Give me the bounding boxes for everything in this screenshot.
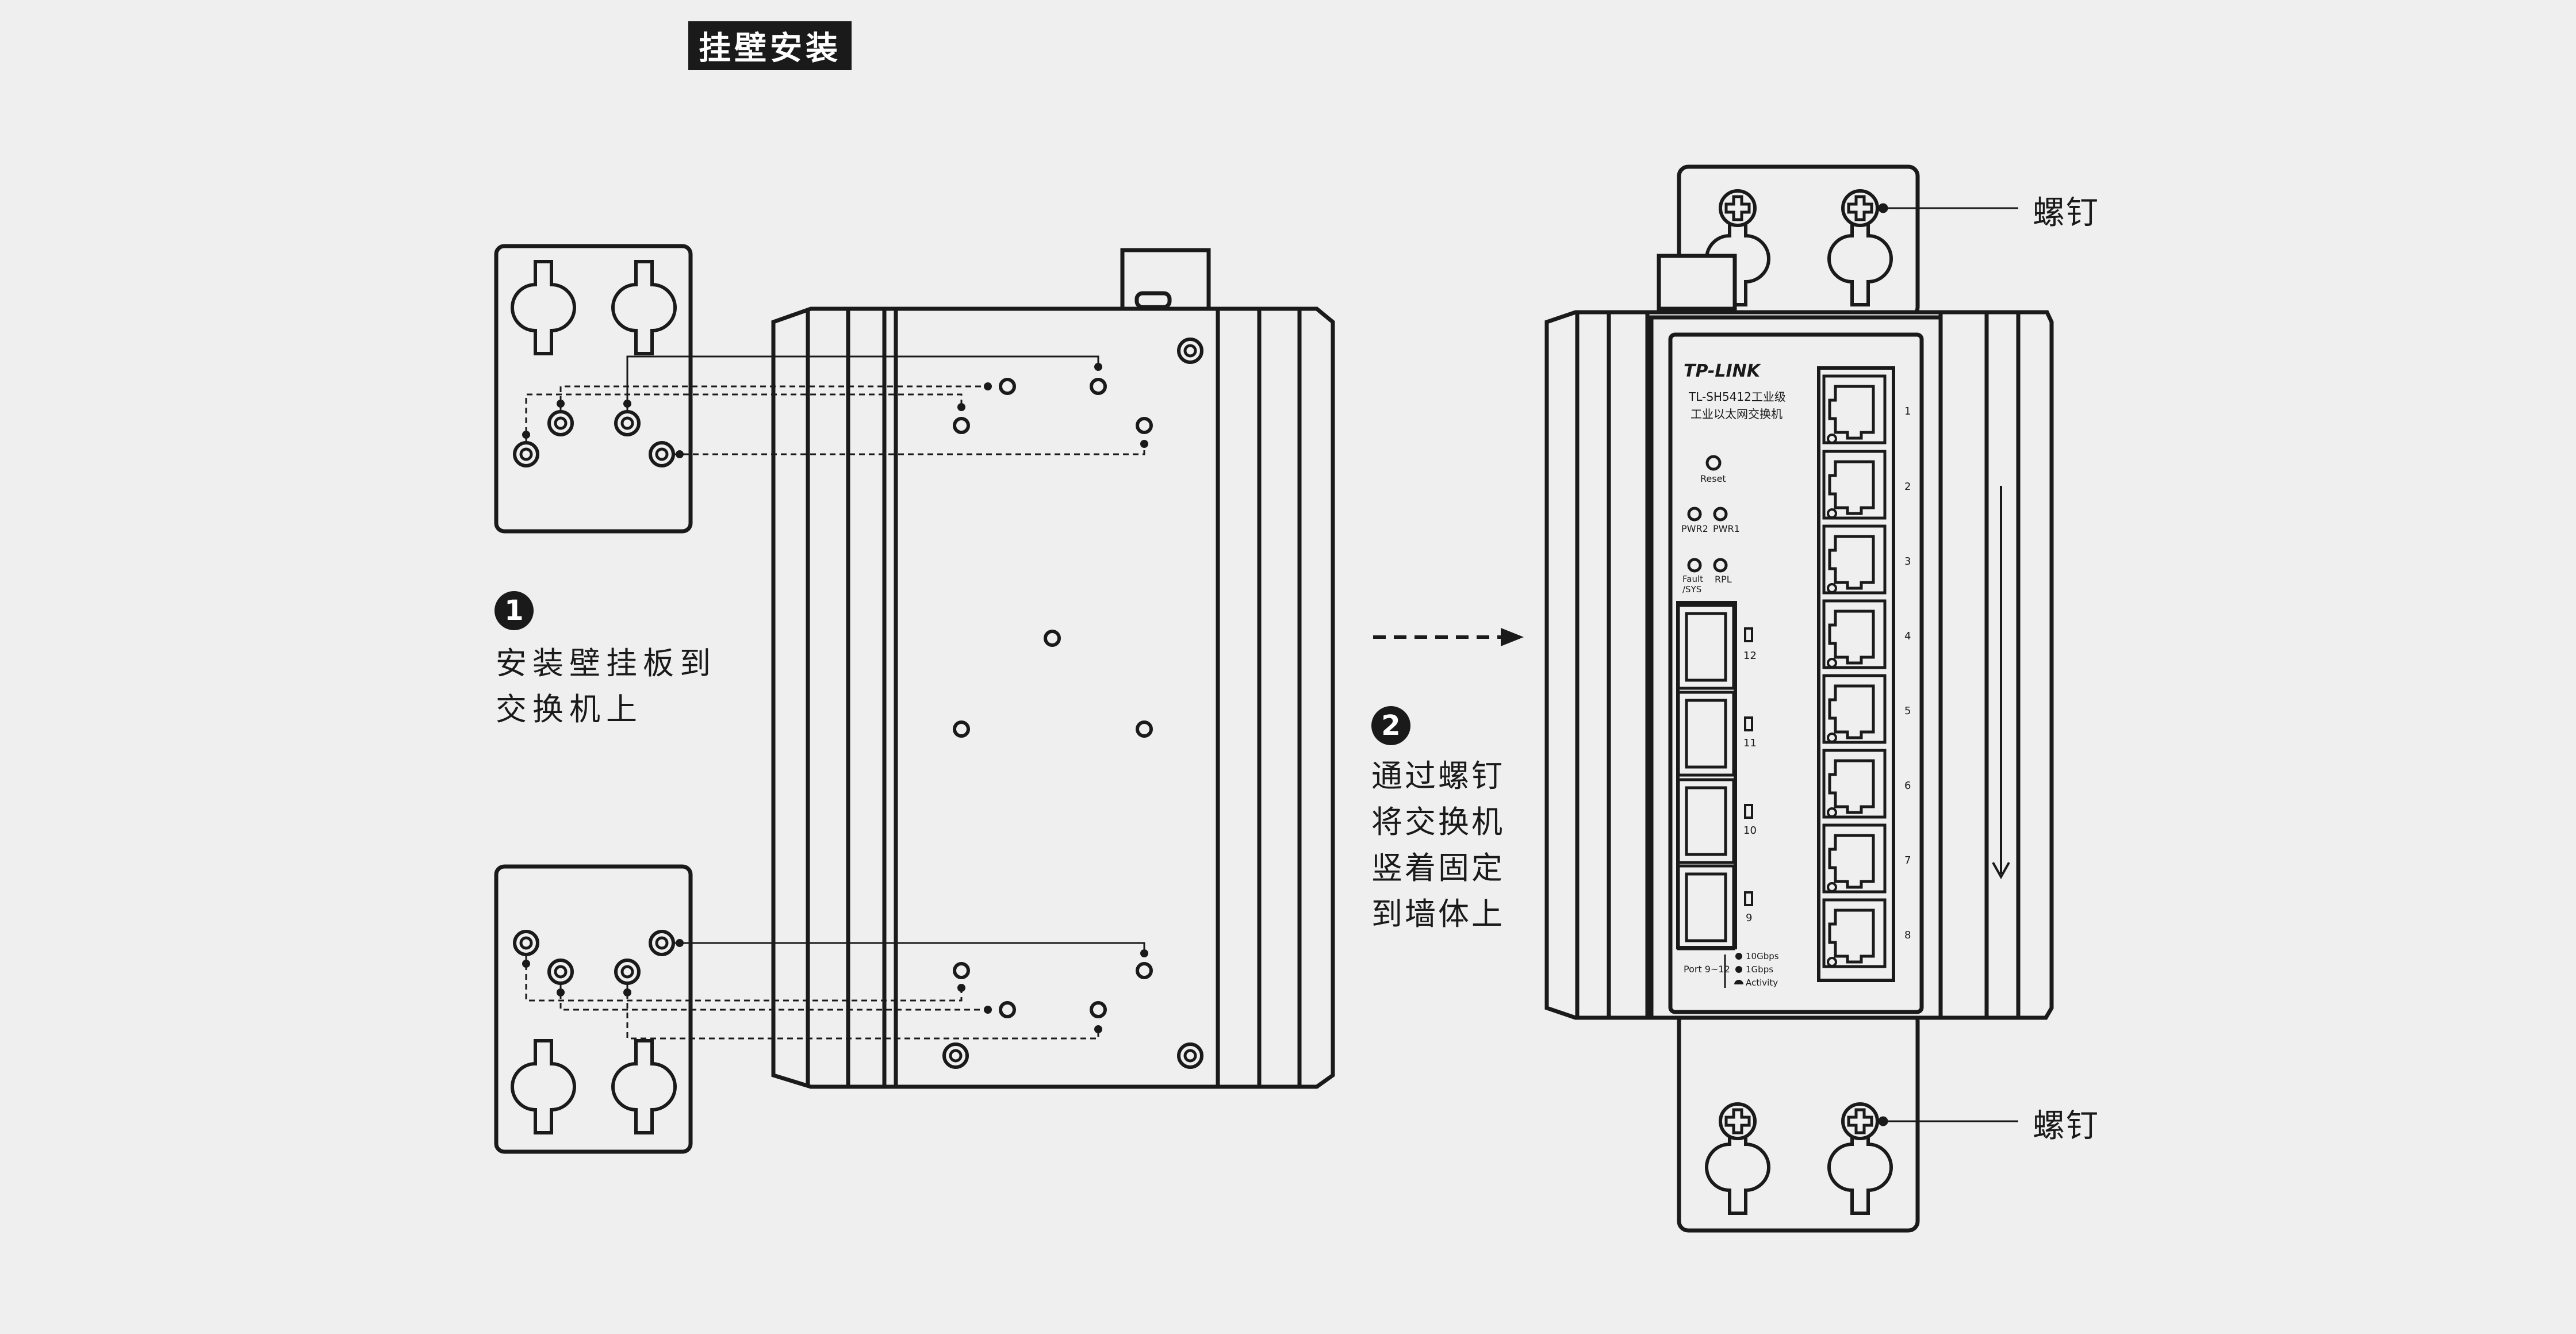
switch-rear-view <box>771 248 1335 1089</box>
model-name: TL-SH5412工业级 <box>1689 390 1786 404</box>
screw-label-bottom: 螺钉 <box>2033 1107 2099 1145</box>
screw-callout-lines <box>1878 203 2018 1126</box>
port-legend-markers <box>1724 953 1743 988</box>
fault-label: Fault /SYS <box>1682 574 1703 595</box>
mount-hole-icon <box>650 931 673 954</box>
brand-logo: TP-LINK <box>1684 361 1761 381</box>
rj45-port-label: 7 <box>1904 854 1911 867</box>
rj45-port-label: 1 <box>1904 405 1911 417</box>
legend-10gbps: 10Gbps <box>1746 951 1779 961</box>
wall-plate-top <box>494 244 693 534</box>
sfp-port-label: 10 <box>1743 825 1757 837</box>
step-2-badge: 2 <box>1371 706 1410 745</box>
model-subtitle: 工业以太网交换机 <box>1690 407 1782 421</box>
rj45-port-label: 8 <box>1904 929 1911 941</box>
switch-rear-holes <box>944 339 1202 1067</box>
mount-hole-icon <box>549 412 572 435</box>
pwr2-label: PWR2 <box>1681 523 1708 534</box>
mount-hole-icon <box>616 960 639 983</box>
screw-label-top: 螺钉 <box>2033 194 2099 232</box>
rj45-port-label: 5 <box>1904 705 1911 717</box>
keyhole-icon <box>613 1041 675 1133</box>
sfp-port-label: 12 <box>1743 650 1757 662</box>
legend-1gbps: 1Gbps <box>1746 964 1774 975</box>
screw-icon <box>1843 191 1877 225</box>
rj45-ports <box>1824 376 1885 967</box>
screw-icon <box>1720 191 1755 225</box>
rj45-port-label: 2 <box>1904 481 1911 493</box>
rj45-port-label: 3 <box>1904 555 1911 568</box>
section-title: 挂壁安装 <box>688 21 852 70</box>
mount-hole-icon <box>549 960 572 983</box>
mount-hole-icon <box>515 443 538 466</box>
status-leds <box>1687 455 1728 573</box>
step-arrow <box>1373 628 1524 646</box>
keyhole-icon <box>613 262 675 354</box>
mount-hole-icon <box>650 443 673 466</box>
alignment-dots-top <box>522 363 1148 458</box>
step-1-text: 安装壁挂板到 交换机上 <box>496 645 716 727</box>
legend-activity: Activity <box>1746 977 1778 988</box>
reset-label: Reset <box>1700 473 1726 484</box>
keyhole-icon <box>512 262 574 354</box>
rpl-label: RPL <box>1715 574 1732 585</box>
pwr1-label: PWR1 <box>1713 523 1740 534</box>
alignment-dots-bottom <box>522 939 1148 1033</box>
switch-front-body <box>1544 254 2054 1020</box>
sfp-ports <box>1678 605 1753 949</box>
screw-icon <box>1720 1104 1755 1138</box>
step-2-text: 通过螺钉 将交换机 竖着固定 到墙体上 <box>1371 758 1505 932</box>
down-arrow-icon <box>1992 862 2010 880</box>
step-1-badge: 1 <box>494 591 534 630</box>
mount-hole-icon <box>616 412 639 435</box>
rj45-port-label: 4 <box>1904 630 1911 642</box>
sfp-port-label: 11 <box>1743 737 1757 749</box>
alignment-lines-bottom <box>525 942 1145 1040</box>
screw-icon <box>1843 1104 1877 1138</box>
rj45-port-label: 6 <box>1904 780 1911 792</box>
keyhole-icon <box>512 1041 574 1133</box>
alignment-lines-top <box>525 355 1145 455</box>
port-legend-title: Port 9~12 <box>1684 964 1730 975</box>
mount-hole-icon <box>515 931 538 954</box>
sfp-port-label: 9 <box>1746 912 1753 924</box>
